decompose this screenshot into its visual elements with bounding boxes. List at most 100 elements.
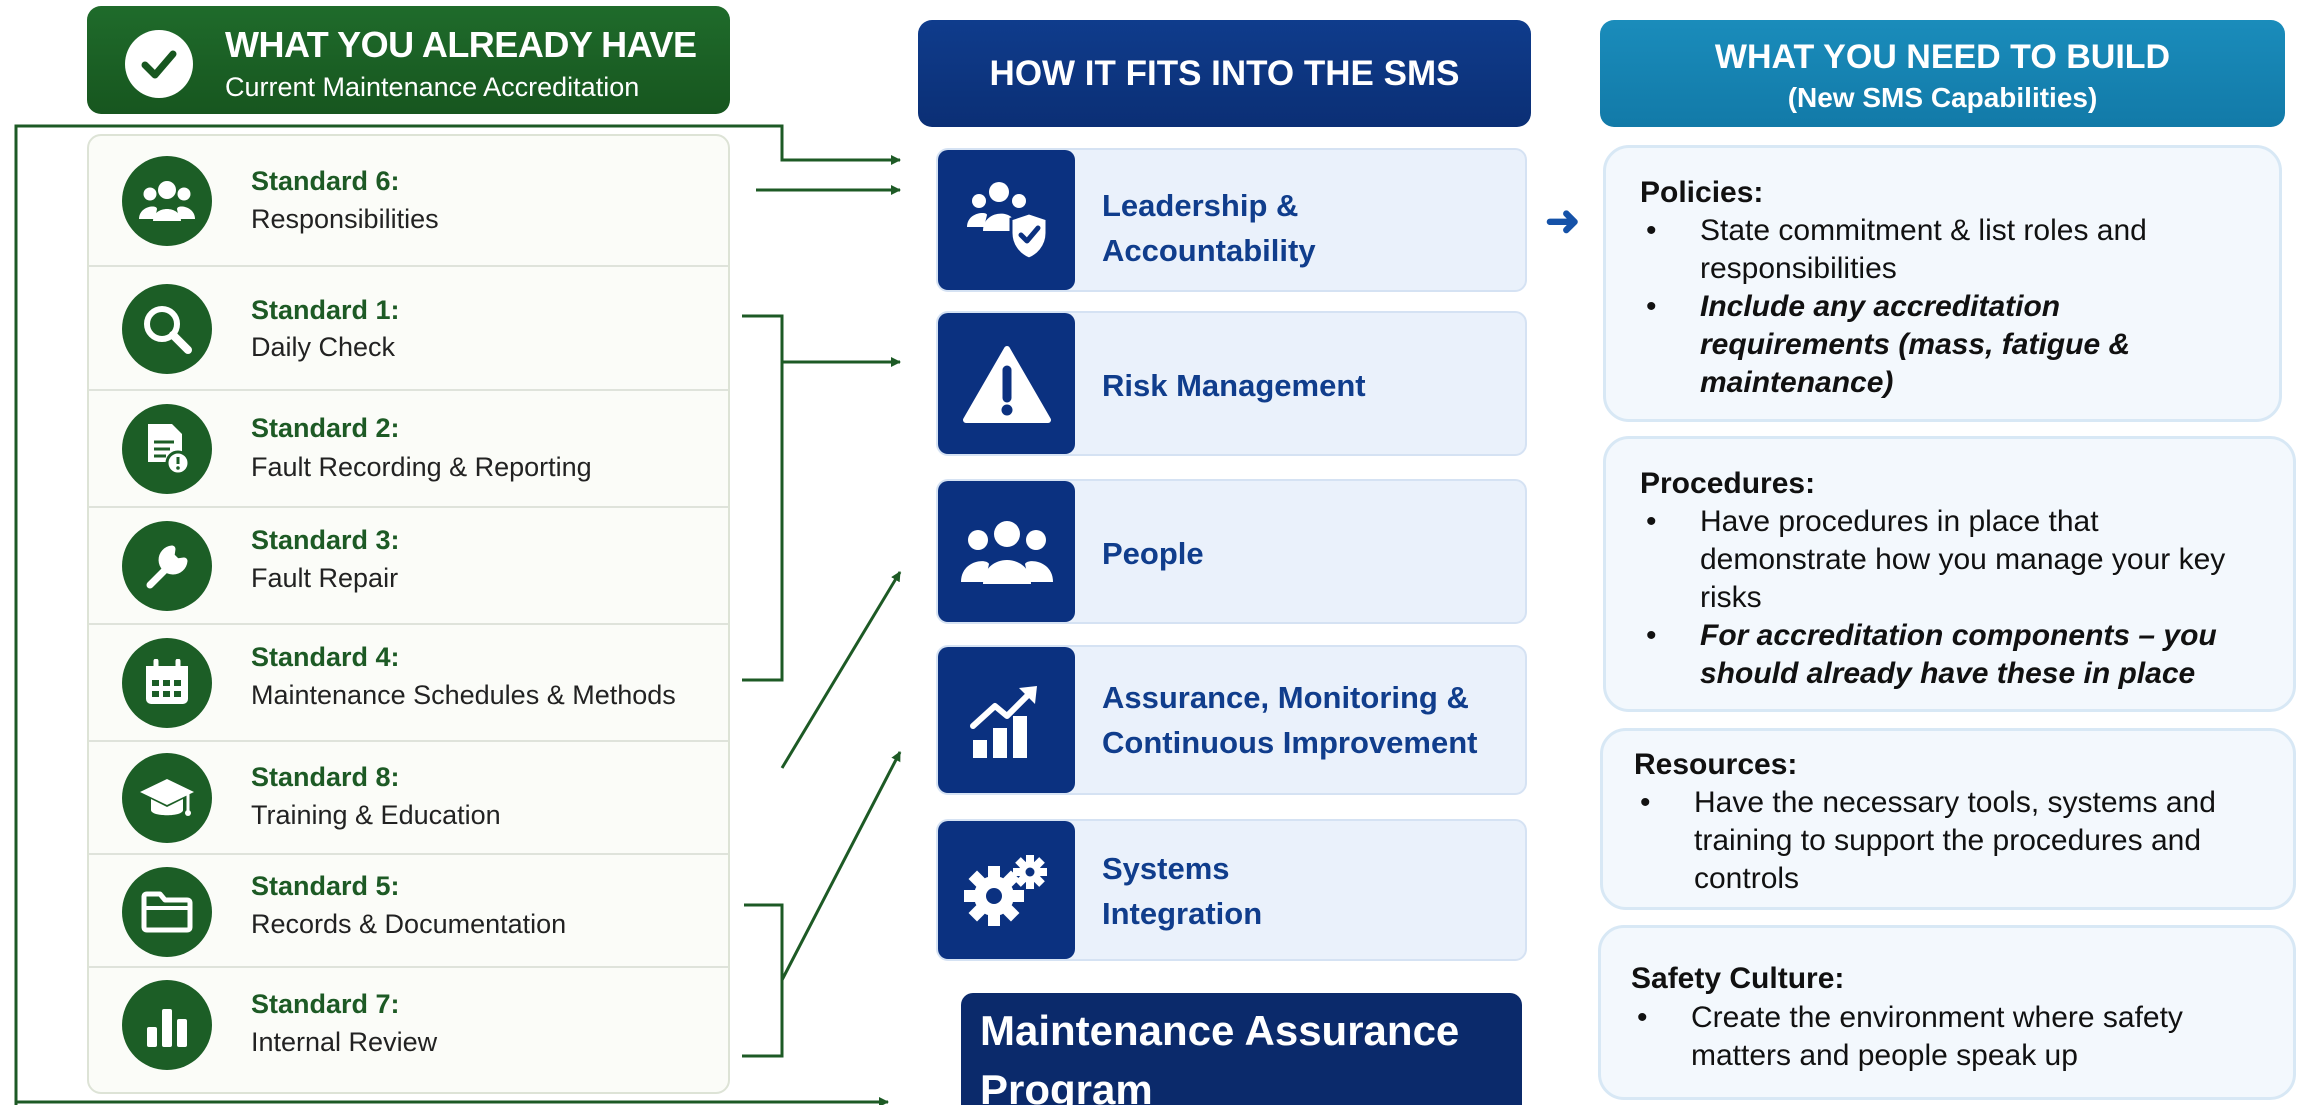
bullet: •	[1637, 1001, 1648, 1034]
bullet-line: Include any accreditation	[1700, 290, 2061, 323]
component-label-line: Leadership &	[1102, 188, 1299, 223]
bullet-line: controls	[1694, 862, 1800, 895]
people-icon	[122, 156, 212, 246]
card-title: Policies:	[1640, 176, 1764, 209]
bullet-line: Have procedures in place that	[1700, 505, 2099, 538]
leader-shield-icon	[938, 150, 1075, 290]
component-label: Assurance, Monitoring & Continuous Improv…	[1102, 675, 1477, 765]
bullet-line: State commitment & list roles and	[1700, 214, 2147, 247]
component-label-line: Continuous Improvement	[1102, 725, 1478, 760]
card-title: Procedures:	[1640, 467, 1816, 500]
standard-row: Standard 1: Daily Check	[89, 267, 728, 391]
standard-description: Fault Recording & Reporting	[251, 452, 592, 482]
accreditation-header: WHAT YOU ALREADY HAVE Current Maintenanc…	[87, 6, 730, 114]
sms-component-risk: Risk Management	[936, 311, 1527, 456]
bullet-text: Have procedures in place that demonstrate…	[1700, 503, 2225, 617]
bullet: •	[1646, 214, 1657, 247]
standard-title: Standard 7:	[251, 989, 400, 1019]
document-alert-icon	[122, 404, 212, 494]
bullet-line: should already have these in place	[1700, 657, 2196, 690]
connector-people	[780, 571, 902, 769]
bullet-text: Have the necessary tools, systems and tra…	[1694, 784, 2216, 898]
standard-title: Standard 2:	[251, 413, 400, 443]
procedures-card: Procedures: • Have procedures in place t…	[1603, 436, 2296, 712]
group-icon	[938, 481, 1075, 622]
component-label: People	[1102, 536, 1204, 571]
standard-description: Records & Documentation	[251, 909, 567, 939]
connector-assurance	[780, 751, 902, 981]
bullet-line: responsibilities	[1700, 252, 1897, 285]
standard-description: Maintenance Schedules & Methods	[251, 680, 676, 710]
standard-row: Standard 2: Fault Recording & Reporting	[89, 391, 728, 508]
sms-component-assurance: Assurance, Monitoring & Continuous Improv…	[936, 645, 1527, 795]
bullet: •	[1640, 786, 1651, 819]
resources-card: Resources: • Have the necessary tools, s…	[1600, 728, 2296, 910]
standard-description: Daily Check	[251, 332, 396, 362]
standard-description: Internal Review	[251, 1027, 438, 1057]
folder-icon	[122, 867, 212, 957]
standard-row: Standard 4: Maintenance Schedules & Meth…	[89, 625, 728, 742]
build-title: WHAT YOU NEED TO BUILD	[1714, 38, 2171, 76]
growth-chart-icon	[938, 647, 1075, 793]
standard-title: Standard 4:	[251, 642, 400, 672]
standard-title: Standard 5:	[251, 871, 400, 901]
standard-title: Standard 3:	[251, 525, 400, 555]
program-line: Program	[980, 1066, 1153, 1105]
bullet-line: demonstrate how you manage your key	[1700, 543, 2226, 576]
magnifier-icon	[122, 284, 212, 374]
bullet-line: requirements (mass, fatigue &	[1700, 328, 2131, 361]
component-label-line: Accountability	[1102, 233, 1316, 268]
standard-description: Training & Education	[251, 800, 501, 830]
warning-icon	[938, 313, 1075, 454]
build-header: WHAT YOU NEED TO BUILD (New SMS Capabili…	[1600, 20, 2285, 127]
component-label: Risk Management	[1102, 368, 1366, 403]
checkmark-icon	[125, 30, 193, 98]
card-title: Resources:	[1634, 748, 1798, 781]
bullet-text: Create the environment where safety matte…	[1691, 999, 2183, 1075]
sms-component-people: People	[936, 479, 1527, 624]
bullet-line: Create the environment where safety	[1691, 1001, 2183, 1034]
safety-culture-card: Safety Culture: • Create the environment…	[1598, 925, 2296, 1100]
bullet-text: Include any accreditation requirements (m…	[1700, 288, 2130, 402]
component-label-line: Integration	[1102, 896, 1263, 931]
bracket-standards-1-4	[742, 314, 784, 682]
standard-row: Standard 3: Fault Repair	[89, 508, 728, 625]
standard-row: Standard 8: Training & Education	[89, 742, 728, 855]
bullet-text: State commitment & list roles and respons…	[1700, 212, 2147, 288]
build-subtitle: (New SMS Capabilities)	[1787, 82, 2098, 113]
maintenance-assurance-program: Maintenance Assurance Program	[961, 993, 1522, 1105]
bullet: •	[1646, 619, 1657, 652]
bullet-line: maintenance)	[1700, 366, 1894, 399]
program-line: Maintenance Assurance	[980, 1007, 1460, 1054]
bullet: •	[1646, 290, 1657, 323]
standard-title: Standard 6:	[251, 166, 400, 196]
component-label-line: Assurance, Monitoring &	[1102, 680, 1469, 715]
arrow-right-icon: ➜	[1545, 197, 1581, 244]
bullet-line: Have the necessary tools, systems and	[1694, 786, 2216, 819]
standard-row: Standard 5: Records & Documentation	[89, 855, 728, 968]
component-label-line: Systems	[1102, 851, 1230, 886]
standard-title: Standard 1:	[251, 295, 400, 325]
bullet-line: training to support the procedures and	[1694, 824, 2201, 857]
sms-component-leadership: Leadership & Accountability	[936, 148, 1527, 292]
standard-row: Standard 7: Internal Review	[89, 968, 728, 1092]
bar-chart-icon	[122, 980, 212, 1070]
graduation-cap-icon	[122, 753, 212, 843]
calendar-icon	[122, 638, 212, 728]
card-title: Safety Culture:	[1631, 962, 1845, 995]
bullet-line: risks	[1700, 581, 1762, 614]
bracket-standards-5-7	[742, 903, 784, 1058]
accreditation-subtitle: Current Maintenance Accreditation	[225, 72, 640, 102]
standard-description: Responsibilities	[251, 204, 439, 234]
accreditation-title: WHAT YOU ALREADY HAVE	[225, 24, 697, 65]
bullet: •	[1646, 505, 1657, 538]
wrench-icon	[122, 521, 212, 611]
standards-panel: Standard 6: Responsibilities Standard 1:…	[87, 134, 730, 1094]
gears-icon	[938, 821, 1075, 959]
standard-title: Standard 8:	[251, 762, 400, 792]
component-label: Leadership & Accountability	[1102, 183, 1316, 273]
bullet-line: matters and people speak up	[1691, 1039, 2078, 1072]
